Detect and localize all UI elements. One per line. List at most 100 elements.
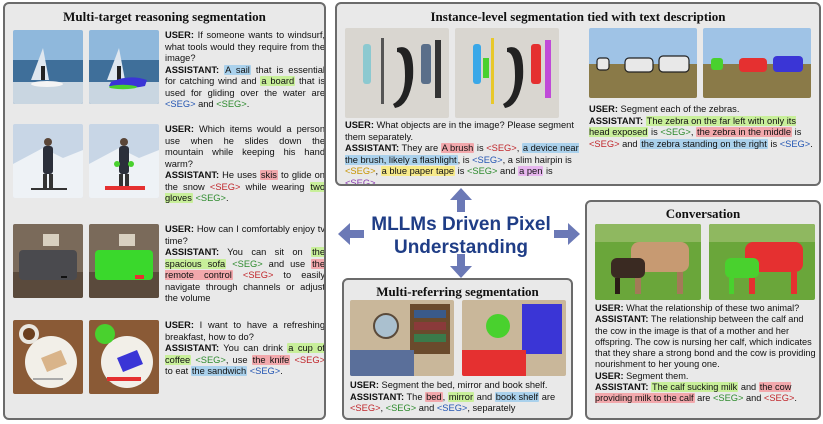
multi-target-panel: Multi-target reasoning segmentation — [3, 2, 326, 420]
text-span: to glide on the snow — [165, 170, 325, 192]
seg-token: <SEG> — [209, 181, 241, 192]
assistant-role-2: ASSISTANT: — [595, 382, 649, 393]
text-span: , — [380, 403, 386, 413]
assistant-text: You can sit on the spacious sofa <SEG> a… — [165, 247, 324, 303]
multi-referring-title: Multi-referring segmentation — [376, 284, 539, 299]
text-span: , — [690, 127, 696, 137]
tools-dialog: USER: What objects are in the image? Ple… — [345, 120, 583, 186]
seg-token: <SEG> — [165, 99, 196, 109]
text-span: is — [474, 143, 487, 153]
user-role: USER: — [345, 120, 374, 130]
seg-token: <SEG> — [436, 403, 468, 413]
text-span: . — [375, 177, 379, 186]
cows-original-image — [595, 224, 701, 300]
sofa-dialog: USER: How can I comfortably enjoy tv tim… — [165, 224, 325, 305]
text-span: that is used for gliding over the water … — [165, 76, 325, 98]
user-role: USER: — [165, 224, 194, 234]
center-title-line1: MLLMs Driven Pixel — [371, 214, 551, 235]
conversation-title: Conversation — [665, 206, 741, 221]
assistant-text: The bed, mirror and book shelf are <SEG>… — [350, 391, 556, 413]
skiing-dialog: USER: Which items would a person use whe… — [165, 124, 325, 205]
highlighted-phrase: book shelf — [494, 391, 540, 402]
zebras-original-image — [589, 28, 697, 98]
text-span: and — [474, 391, 495, 402]
instance-level-title: Instance-level segmentation tied with te… — [430, 9, 726, 24]
skiing-images — [13, 124, 159, 198]
text-span: is — [648, 127, 661, 137]
highlighted-phrase: the knife — [251, 354, 291, 365]
user-text: What the relationship of these two anima… — [626, 303, 800, 313]
breakfast-segmented-image — [89, 320, 159, 394]
arrow-right-icon — [554, 223, 580, 245]
assistant-role: ASSISTANT: — [595, 314, 649, 325]
text-span: , — [375, 166, 381, 176]
user-text: Segment each of the zebras. — [620, 104, 740, 114]
text-span: . — [280, 366, 283, 376]
text-span: . — [794, 393, 797, 404]
text-span: , use — [225, 354, 252, 365]
seg-token: <SEG> — [195, 193, 226, 203]
user-text: I want to have a refreshing breakfast, h… — [165, 320, 325, 342]
seg-token: <SEG> — [712, 393, 744, 404]
highlighted-phrase: a blue paper tape — [380, 166, 456, 176]
conversation-panel: Conversation USER: What the relationship… — [585, 200, 821, 420]
user-role: USER: — [165, 30, 194, 40]
multi-target-title: Multi-target reasoning segmentation — [63, 9, 266, 24]
text-span: You can sit on — [227, 247, 312, 257]
text-span: , — [516, 143, 522, 153]
text-span: while wearing — [240, 181, 310, 192]
instance-level-panel: Instance-level segmentation tied with te… — [335, 2, 821, 186]
user-role: USER: — [595, 303, 624, 313]
seg-token: <SEG> — [472, 154, 503, 165]
text-span: is — [792, 127, 802, 137]
highlighted-phrase: the zebra standing on the right — [640, 138, 768, 149]
multi-referring-panel: Multi-referring segmentation USER: Segme… — [342, 278, 573, 420]
user-text: How can I comfortably enjoy tv time? — [165, 224, 325, 246]
highlighted-phrase: The calf sucking milk — [651, 382, 739, 393]
highlighted-phrase: A brush — [440, 143, 475, 153]
user-text: What objects are in the image? Please se… — [345, 120, 574, 142]
seg-token: <SEG> — [249, 366, 281, 376]
sofa-original-image — [13, 224, 83, 298]
text-span: are — [694, 393, 713, 404]
arrow-up-icon — [450, 188, 472, 212]
tools-original-image — [345, 28, 449, 118]
breakfast-dialog: USER: I want to have a refreshing breakf… — [165, 320, 325, 378]
assistant-text: A sail that is essential for catching wi… — [165, 64, 325, 109]
text-span: are — [539, 391, 556, 402]
seg-token: <SEG> — [350, 403, 381, 413]
text-span: He uses — [222, 170, 260, 180]
highlighted-phrase: mirror — [447, 391, 475, 402]
seg-token: <SEG> — [345, 166, 376, 176]
user-role: USER: — [350, 380, 379, 390]
highlighted-phrase: skis — [259, 170, 278, 180]
zebras-segmented-image — [703, 28, 811, 98]
user-text-2: Segment them. — [626, 370, 689, 381]
assistant-role: ASSISTANT: — [589, 115, 644, 126]
user-role: USER: — [165, 124, 194, 134]
windsurf-original-image — [13, 30, 83, 104]
breakfast-original-image — [13, 320, 83, 394]
user-text: If someone wants to windsurf, what tools… — [165, 30, 325, 63]
cows-segmented-image — [709, 224, 815, 300]
seg-token: <SEG> — [779, 138, 811, 149]
user-role: USER: — [165, 320, 194, 330]
breakfast-images — [13, 320, 159, 394]
text-span: and — [416, 403, 437, 413]
text-span: to eat — [165, 366, 191, 376]
text-span: that is essential for catching wind and — [165, 64, 325, 87]
assistant-role: ASSISTANT: — [165, 170, 220, 180]
seg-token: <SEG> — [763, 393, 795, 404]
assistant-role: ASSISTANT: — [350, 391, 405, 402]
text-span: and — [497, 166, 519, 176]
highlighted-phrase: a board — [260, 76, 296, 86]
tools-segmented-image — [455, 28, 559, 118]
assistant-text: The relationship between the calf and th… — [595, 314, 816, 370]
skiing-segmented-image — [89, 124, 159, 198]
text-span: . — [225, 193, 229, 203]
text-span: and — [743, 393, 764, 404]
bedroom-dialog: USER: Segment the bed, mirror and book s… — [350, 380, 570, 415]
user-text: Which items would a person use when he s… — [165, 124, 325, 169]
seg-token: <SEG> — [294, 354, 325, 365]
text-span: , is — [457, 154, 473, 165]
